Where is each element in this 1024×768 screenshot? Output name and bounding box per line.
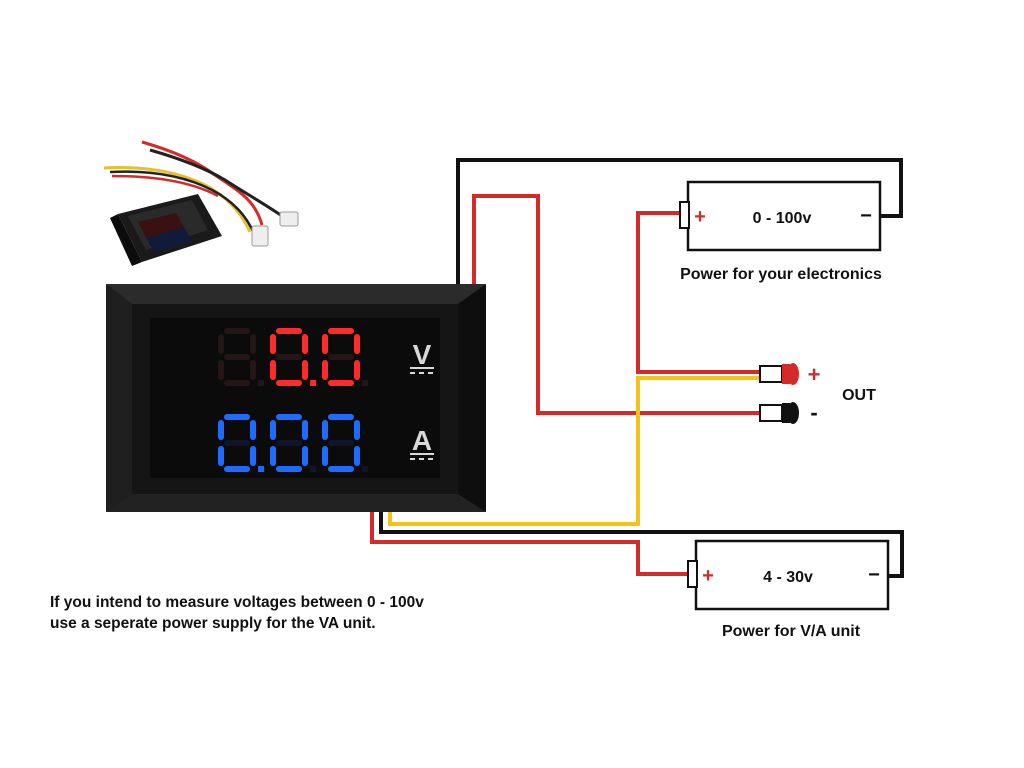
volt-digit3-dot xyxy=(362,380,369,386)
volt-digit2-seg-b xyxy=(302,334,308,354)
amp-digit1-seg-g xyxy=(224,440,250,446)
out-minus-sign: - xyxy=(810,400,817,425)
battery-electronics: + − 0 - 100v Power for your electronics xyxy=(679,180,882,283)
volt-digit1-seg-d xyxy=(224,380,250,386)
note-text: If you intend to measure voltages betwee… xyxy=(50,592,424,634)
battery1-voltage: 0 - 100v xyxy=(753,210,812,227)
wire-red-bottom xyxy=(370,512,688,576)
wire-red-sense xyxy=(472,194,760,415)
volt-digit2-seg-c xyxy=(302,360,308,380)
amp-digit2-seg-a xyxy=(276,414,302,420)
volt-digit1-seg-f xyxy=(218,334,224,354)
amp-digit2-dot xyxy=(310,466,317,472)
volt-digit1-seg-b xyxy=(250,334,256,354)
battery2-voltage: 4 - 30v xyxy=(763,569,813,586)
amp-digit3-seg-d xyxy=(328,466,354,472)
dc-symbols xyxy=(410,367,434,460)
battery1-minus: − xyxy=(860,205,872,227)
amp-digit3-seg-e xyxy=(322,446,328,466)
amp-digit2-seg-b xyxy=(302,420,308,440)
volt-digit1-seg-c xyxy=(250,360,256,380)
wires xyxy=(370,158,904,578)
output-terminals: + - OUT xyxy=(759,362,876,425)
amp-digit2-seg-e xyxy=(270,446,276,466)
amp-digit2-seg-f xyxy=(270,420,276,440)
out-label: OUT xyxy=(842,387,876,404)
amp-unit-label: A xyxy=(412,425,432,456)
volt-digit2-seg-f xyxy=(270,334,276,354)
wire-black-bottom xyxy=(379,512,904,578)
current-display xyxy=(218,414,369,472)
amp-digit3-seg-g xyxy=(328,440,354,446)
amp-digit1-seg-f xyxy=(218,420,224,440)
battery1-plus: + xyxy=(694,206,706,228)
amp-digit3-dot xyxy=(362,466,369,472)
volt-digit1-seg-g xyxy=(224,354,250,360)
amp-digit2-seg-d xyxy=(276,466,302,472)
meter-panel: V A xyxy=(106,284,486,512)
amp-digit1-dot xyxy=(258,466,265,472)
amp-digit1-seg-a xyxy=(224,414,250,420)
amp-digit2-seg-c xyxy=(302,446,308,466)
wire-yellow xyxy=(388,376,760,526)
volt-digit3-seg-c xyxy=(354,360,360,380)
wire-black-top xyxy=(456,158,903,284)
volt-digit2-seg-a xyxy=(276,328,302,334)
volt-digit1-seg-e xyxy=(218,360,224,380)
volt-digit3-seg-g xyxy=(328,354,354,360)
battery1-caption: Power for your electronics xyxy=(680,266,882,283)
volt-digit3-seg-d xyxy=(328,380,354,386)
note-line-2: use a seperate power supply for the VA u… xyxy=(50,615,376,632)
amp-digit2-seg-g xyxy=(276,440,302,446)
volt-digit2-dot xyxy=(310,380,317,386)
amp-digit1-seg-b xyxy=(250,420,256,440)
note-line-1: If you intend to measure voltages betwee… xyxy=(50,594,424,611)
out-minus-plug-icon xyxy=(759,402,799,424)
volt-digit3-seg-f xyxy=(322,334,328,354)
amp-digit3-seg-f xyxy=(322,420,328,440)
volt-digit2-seg-e xyxy=(270,360,276,380)
meter-photo-thumbnail xyxy=(103,140,299,266)
amp-digit1-seg-e xyxy=(218,446,224,466)
amp-digit1-seg-c xyxy=(250,446,256,466)
volt-digit2-seg-d xyxy=(276,380,302,386)
battery2-caption: Power for V/A unit xyxy=(722,623,861,640)
battery2-plus: + xyxy=(702,565,714,587)
amp-digit3-seg-c xyxy=(354,446,360,466)
out-plus-plug-icon xyxy=(759,363,799,385)
volt-digit1-seg-a xyxy=(224,328,250,334)
amp-digit3-seg-b xyxy=(354,420,360,440)
amp-digit1-seg-d xyxy=(224,466,250,472)
amp-digit3-seg-a xyxy=(328,414,354,420)
volt-digit3-seg-e xyxy=(322,360,328,380)
wire-red-electronics xyxy=(636,211,760,374)
battery-va-unit: + − 4 - 30v Power for V/A unit xyxy=(687,539,890,640)
volt-digit2-seg-g xyxy=(276,354,302,360)
voltage-display xyxy=(218,328,369,386)
volt-digit3-seg-a xyxy=(328,328,354,334)
out-plus-sign: + xyxy=(808,362,821,387)
volt-digit3-seg-b xyxy=(354,334,360,354)
volt-digit1-dot xyxy=(258,380,265,386)
volt-unit-label: V xyxy=(413,339,432,370)
battery2-minus: − xyxy=(868,564,880,586)
